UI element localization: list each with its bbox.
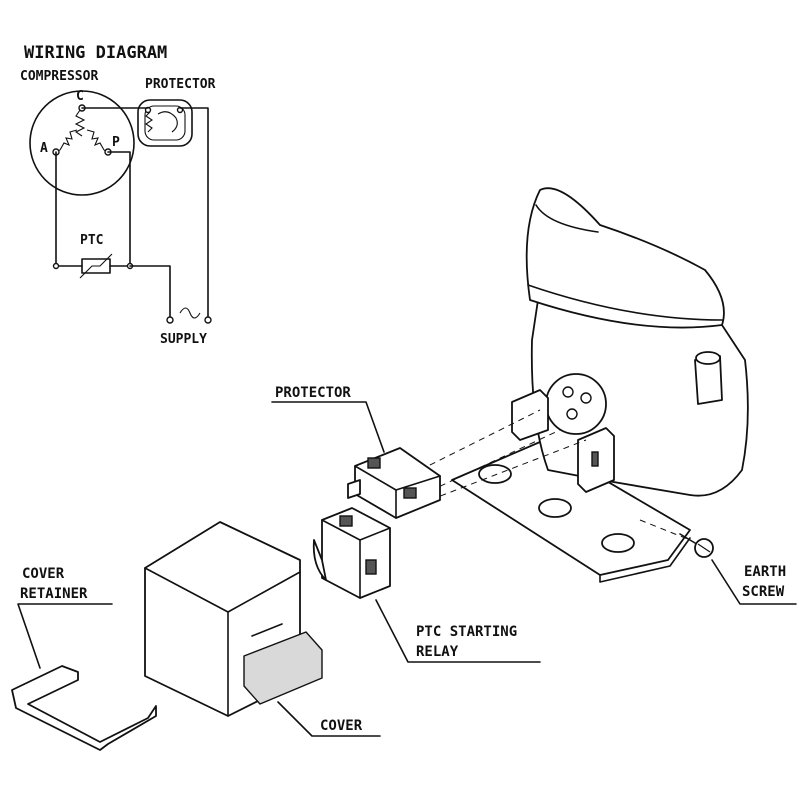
wiring-schematic: WIRING DIAGRAM COMPRESSOR PROTECTOR C A … [20, 43, 216, 347]
callout-retainer-leader [17, 603, 113, 669]
callouts: PROTECTOR EARTH SCREW PTC STARTING RELAY… [17, 385, 797, 737]
ac-symbol-icon [179, 307, 201, 319]
winding-left [59, 129, 78, 151]
supply-terminal-left [166, 316, 174, 324]
protector-bimetal-icon [157, 111, 178, 133]
wire-p-ptc [107, 151, 131, 267]
callout-protector-leader [271, 401, 385, 453]
callout-earth-leader [711, 559, 797, 605]
ptc-relay-part [312, 507, 391, 599]
callout-earth-label-1: EARTH [744, 564, 786, 580]
cover-part [144, 521, 323, 717]
supply-label: SUPPLY [160, 332, 207, 347]
callout-retainer-label-2: RETAINER [20, 586, 88, 602]
mount-hole-2 [538, 498, 572, 518]
callout-retainer-label-1: COVER [22, 566, 65, 582]
callout-cover-leader [277, 701, 381, 737]
ptc-relay-clip [312, 539, 327, 581]
terminal-c-label: C [76, 89, 84, 104]
callout-ptc-label-2: RELAY [416, 644, 459, 660]
protector-part [347, 447, 441, 519]
callout-earth-label-2: SCREW [742, 584, 785, 600]
wire-a-ptc [55, 151, 83, 267]
wiring-diagram-title: WIRING DIAGRAM [24, 43, 167, 63]
schematic-protector-box [137, 99, 193, 147]
ptc-label: PTC [80, 233, 103, 248]
assembly-guides [399, 409, 691, 541]
upper-dome [525, 187, 725, 329]
cover-retainer-clip [11, 665, 157, 751]
callout-ptc-label-1: PTC STARTING [416, 624, 517, 640]
supply-terminal-right [204, 316, 212, 324]
winding-right [86, 129, 105, 151]
terminal-a-label: A [40, 141, 48, 156]
wire-protector-supply [179, 107, 209, 319]
protector-tab [347, 479, 361, 499]
cover-lead-outlet [243, 631, 323, 705]
compressor-circle [29, 90, 135, 196]
cover-retainer-part [11, 665, 157, 751]
compressor-body [451, 187, 749, 583]
callout-cover-label: COVER [320, 718, 363, 734]
mount-hole-1 [478, 464, 512, 484]
mount-hole-3 [601, 533, 635, 553]
callout-protector-label: PROTECTOR [275, 385, 351, 401]
winding-c-a [74, 109, 86, 137]
compressor-label: COMPRESSOR [20, 69, 98, 84]
ptc-relay-body [321, 507, 391, 599]
schematic-protector-label: PROTECTOR [145, 77, 216, 92]
earth-screw-part [679, 533, 714, 558]
protector-heater-icon [145, 111, 153, 133]
terminal-plug [545, 373, 607, 435]
callout-ptc-leader [375, 599, 541, 663]
terminal-p-label: P [112, 135, 120, 150]
wire-ptc-supply [129, 265, 171, 319]
